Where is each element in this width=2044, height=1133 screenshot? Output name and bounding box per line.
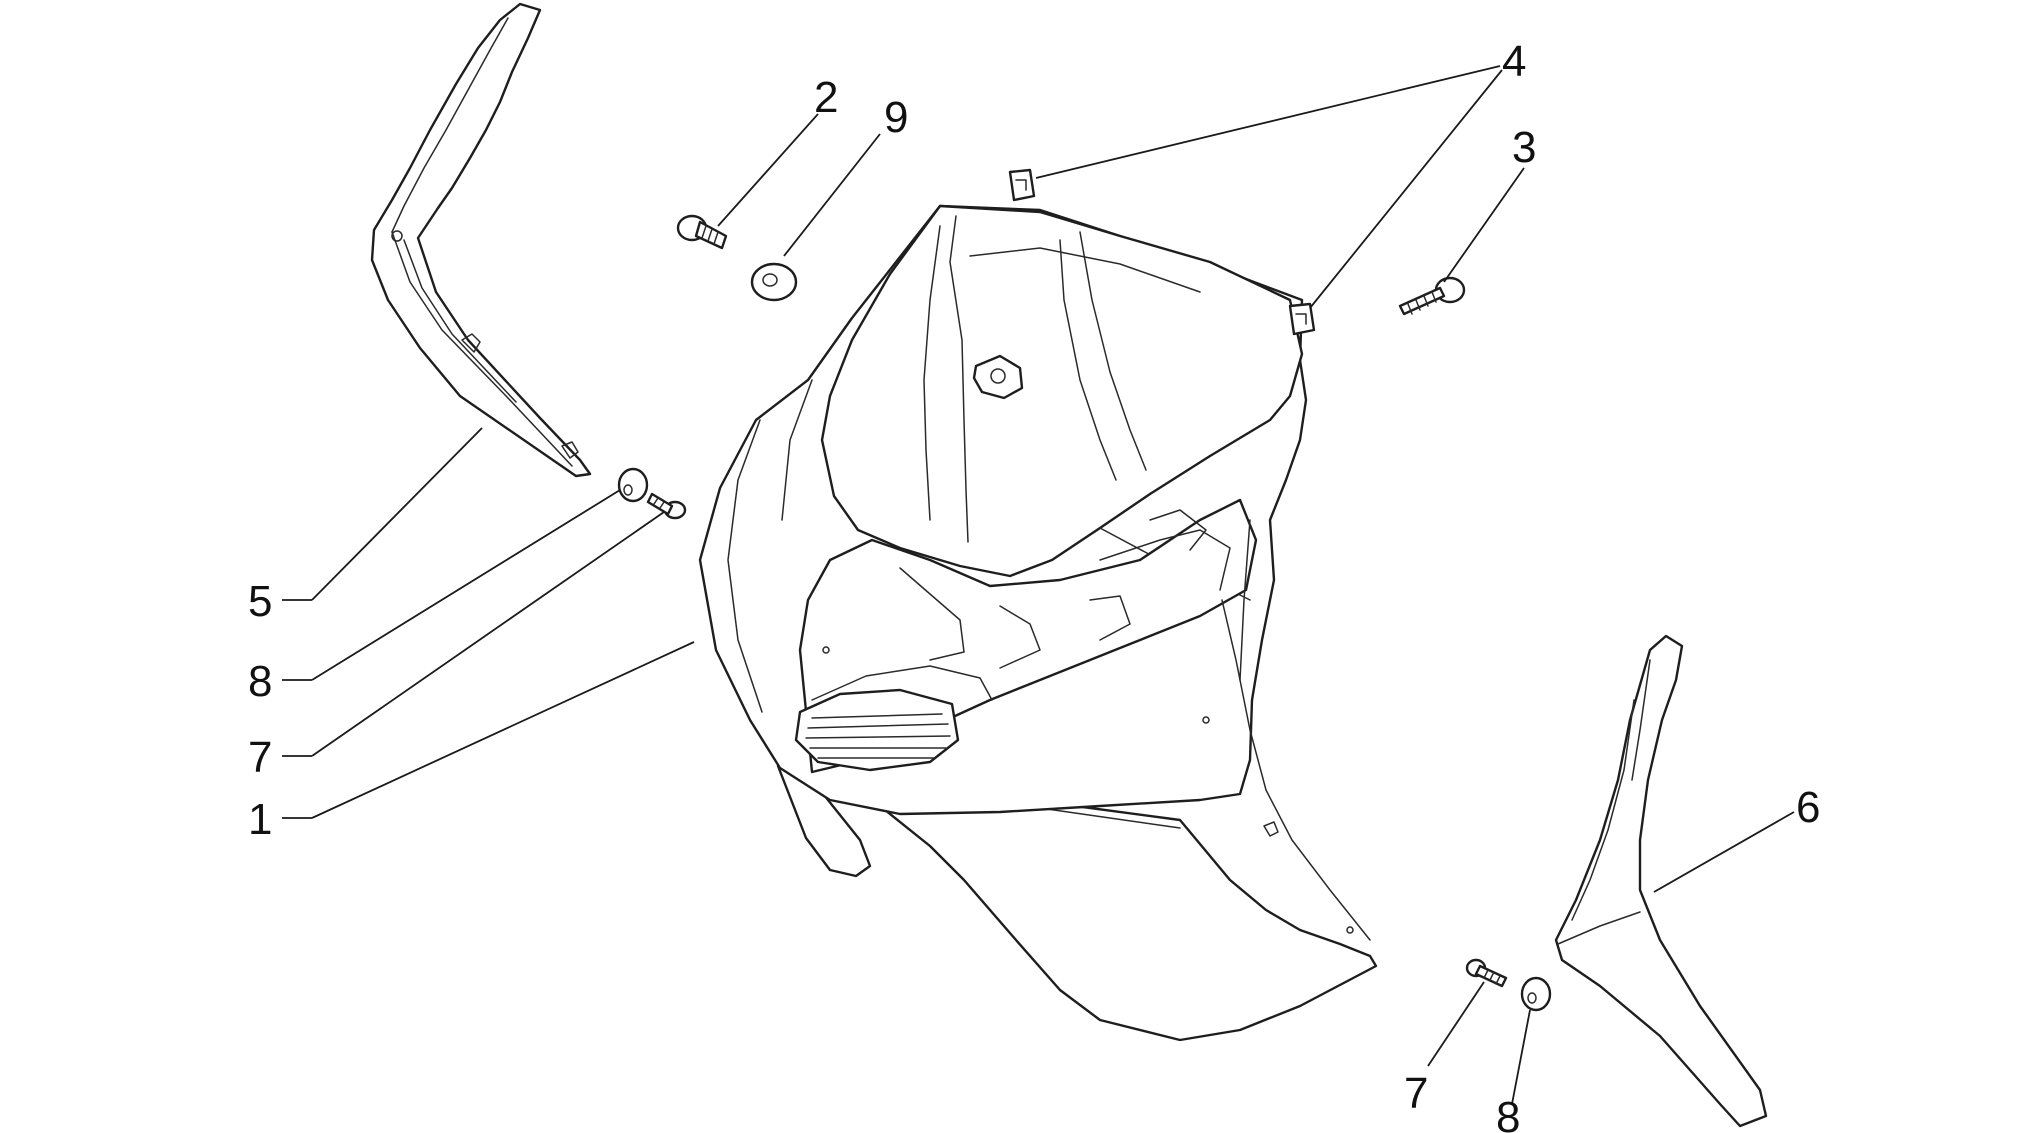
part-7-screw-left <box>646 492 687 520</box>
callout-4: 4 <box>1502 37 1526 86</box>
leader-5 <box>311 427 483 601</box>
leader-7b <box>1427 981 1485 1067</box>
callout-7-right: 7 <box>1404 1069 1428 1118</box>
part-5-left-trim-strip <box>370 2 592 478</box>
callout-labels: 1 2 3 4 5 6 7 7 8 8 9 <box>248 37 1820 1133</box>
callout-8-right: 8 <box>1496 1093 1520 1133</box>
callout-1: 1 <box>248 795 272 844</box>
part-1-front-shield <box>698 204 1378 1042</box>
callout-6: 6 <box>1796 783 1820 832</box>
leader-2 <box>717 113 819 227</box>
callout-8-left: 8 <box>248 657 272 706</box>
part-8-grommet-left <box>617 467 649 503</box>
leader-1 <box>311 641 695 819</box>
part-4-clip-lower <box>1288 302 1316 336</box>
leader-6 <box>1653 811 1795 893</box>
leader-3 <box>1443 167 1525 283</box>
part-2-bolt <box>676 214 728 250</box>
leader-9 <box>783 133 881 257</box>
part-4-clip-top <box>1008 168 1036 202</box>
part-7-screw-right <box>1465 958 1508 988</box>
callout-2: 2 <box>814 73 838 122</box>
leader-4a <box>1035 65 1501 179</box>
callout-7-left: 7 <box>248 733 272 782</box>
leader-4b <box>1309 69 1503 309</box>
part-9-washer <box>750 262 798 302</box>
leader-lines <box>282 65 1795 1105</box>
leader-7a <box>311 511 665 757</box>
part-6-right-trim <box>1554 634 1768 1128</box>
leader-8b <box>1511 1009 1531 1105</box>
callout-5: 5 <box>248 577 272 626</box>
callout-3: 3 <box>1512 123 1536 172</box>
callout-9: 9 <box>884 93 908 142</box>
leader-8a <box>311 489 621 681</box>
part-8-grommet-right <box>1520 976 1552 1012</box>
part-3-screw <box>1398 276 1466 316</box>
